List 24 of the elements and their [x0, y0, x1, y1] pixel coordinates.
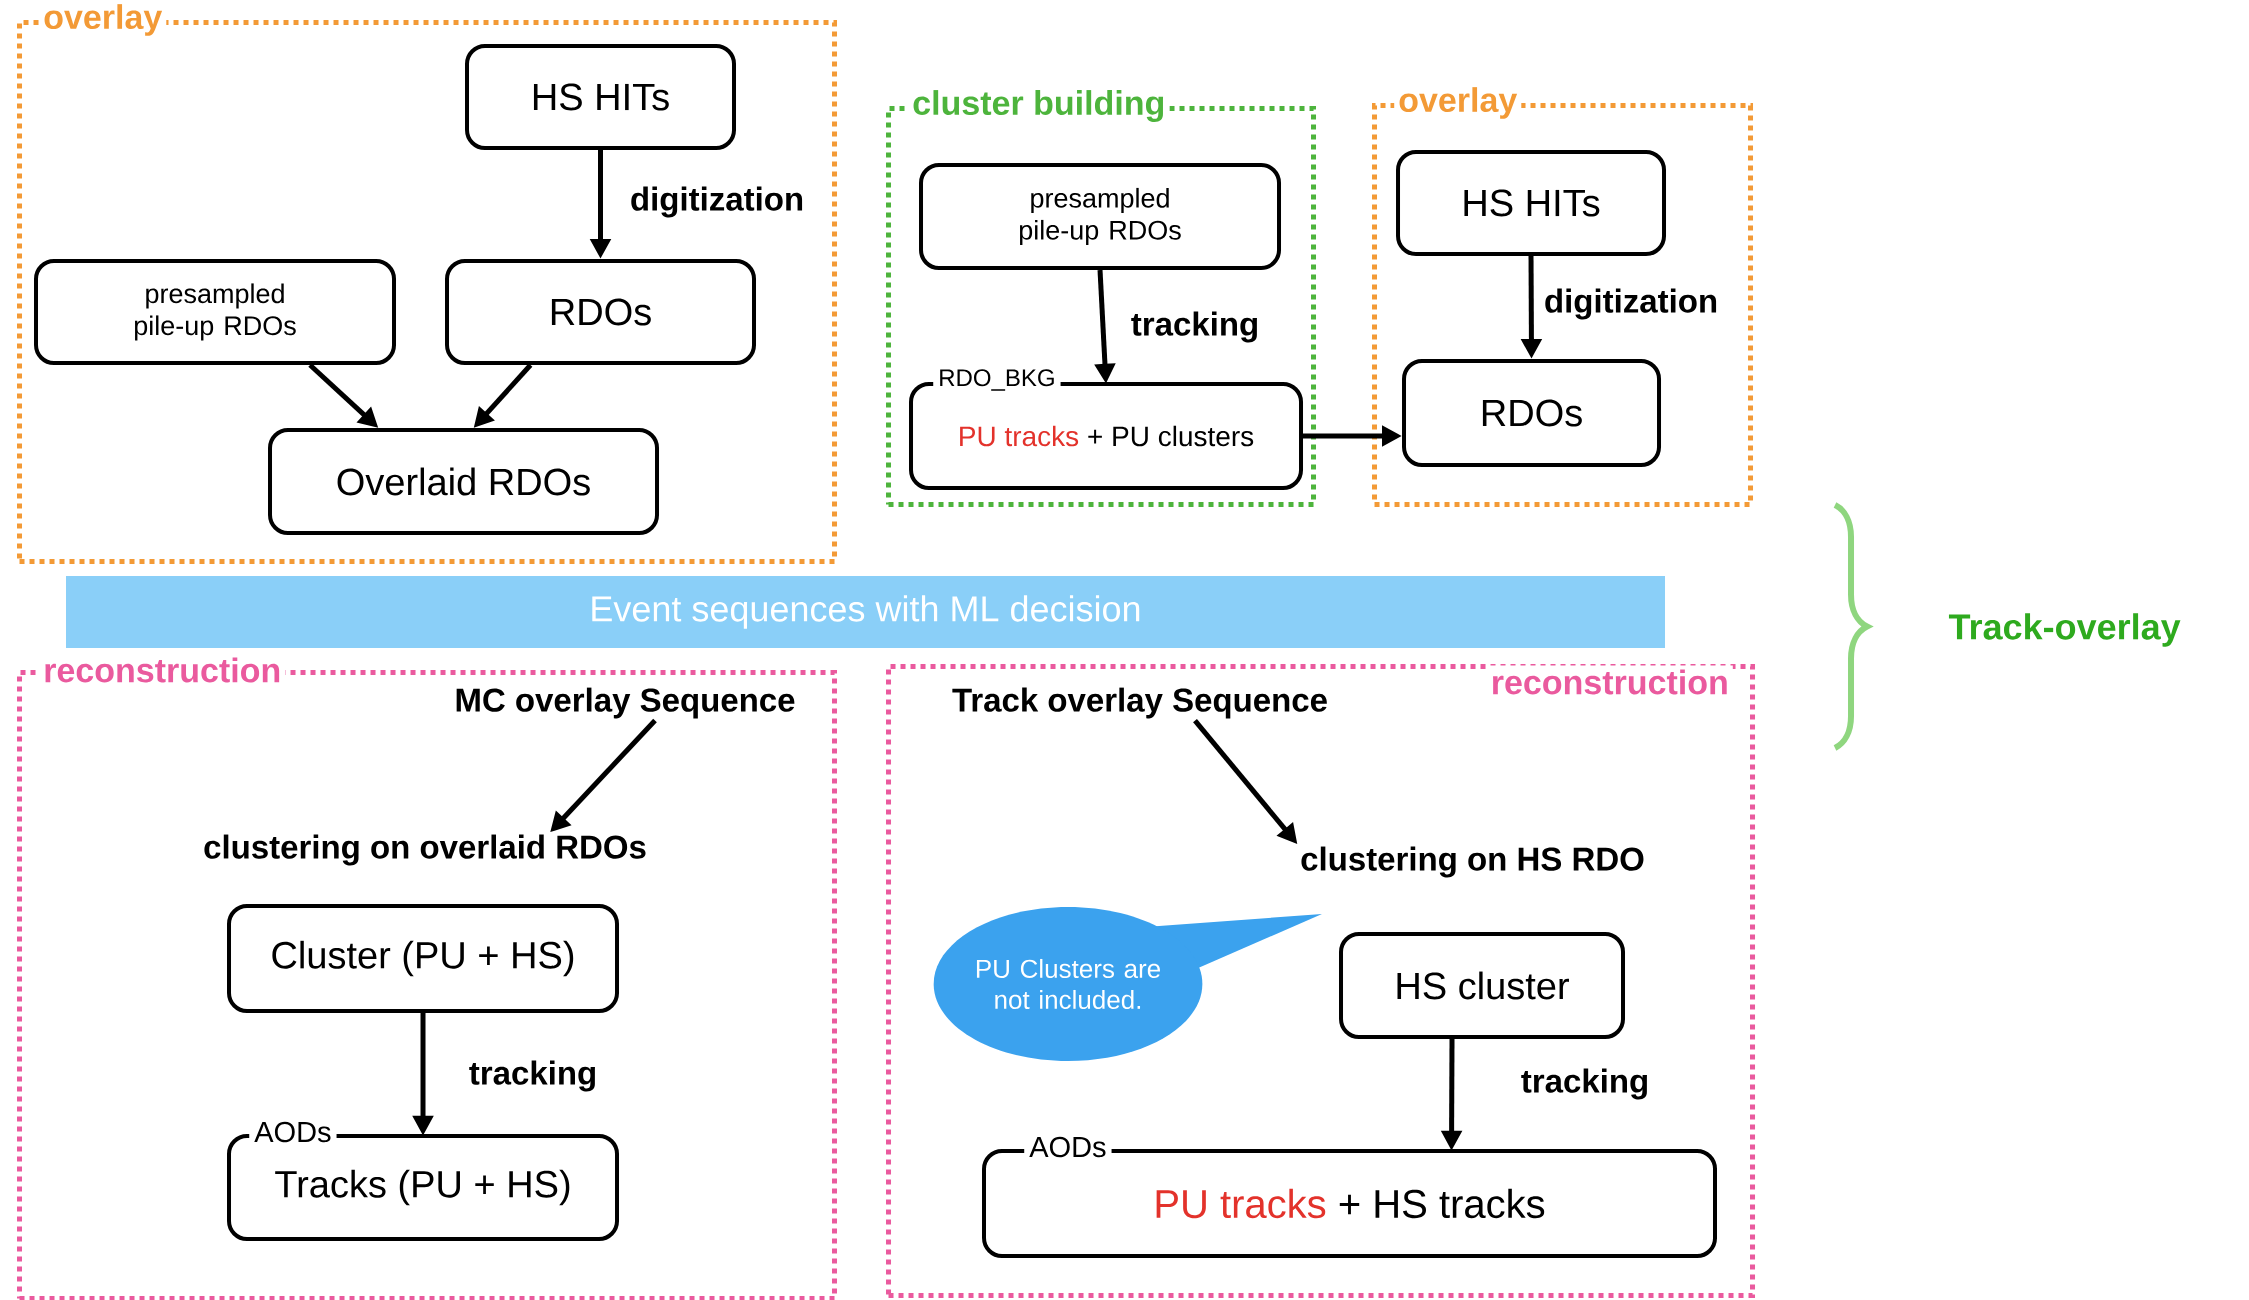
edge-label: tracking — [1128, 309, 1262, 345]
edge-label: digitization — [627, 184, 807, 220]
step-text: clustering on overlaid RDOs — [204, 834, 646, 866]
step-text: Track overlay Sequence — [952, 687, 1327, 719]
process-box: AODs Tracks (PU + HS) — [227, 1116, 619, 1241]
process-box: AODs PU tracks + HS tracks — [982, 1131, 1717, 1258]
process-box: RDOs — [445, 259, 756, 365]
edge-label: digitization — [1541, 286, 1721, 322]
side-label: Track-overlay — [1948, 613, 2181, 647]
banner: Event sequences with ML decision — [66, 576, 1665, 648]
process-box: RDO_BKG PU tracks + PU clusters — [909, 364, 1303, 490]
process-box: RDOs — [1402, 359, 1661, 467]
process-box: HS HITs — [1396, 150, 1666, 256]
process-box: Cluster (PU + HS) — [227, 904, 619, 1013]
step-text: MC overlay Sequence — [456, 687, 795, 719]
edge-label: tracking — [466, 1058, 600, 1094]
process-box: presampled pile-up RDOs — [919, 163, 1281, 270]
process-box: presampled pile-up RDOs — [34, 259, 396, 365]
process-box: HS cluster — [1339, 932, 1625, 1039]
process-box: Overlaid RDOs — [268, 428, 659, 535]
process-box: HS HITs — [465, 44, 736, 150]
step-text: clustering on HS RDO — [1301, 846, 1644, 878]
speech-bubble: PU Clusters are not included. — [933, 907, 1322, 1061]
edge-label: tracking — [1518, 1066, 1652, 1102]
